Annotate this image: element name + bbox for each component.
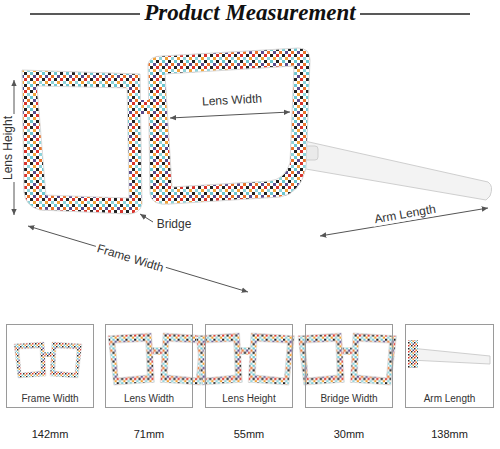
lens bbox=[37, 86, 129, 198]
thumbnail-box: Lens Height55mm bbox=[205, 324, 293, 408]
dimension-value: 30mm bbox=[306, 428, 392, 440]
thumbnail-box: Bridge Width30mm bbox=[305, 324, 393, 408]
dimension-label: Lens Height bbox=[1, 114, 15, 182]
dimension-label: Bridge bbox=[155, 217, 194, 231]
thumb-glasses bbox=[298, 333, 397, 385]
thumb-hinge bbox=[408, 340, 418, 368]
thumb-glasses bbox=[14, 342, 82, 378]
bridge-piece bbox=[139, 100, 151, 114]
dimension-name: Frame Width bbox=[7, 393, 93, 404]
dimension-name: Lens Width bbox=[106, 393, 192, 404]
thumbnail-box: Frame Width142mm bbox=[6, 324, 94, 408]
dimension-label: Arm Length bbox=[371, 201, 438, 226]
left-rim bbox=[22, 70, 142, 214]
title-rule bbox=[30, 13, 140, 15]
thumbnail-box: Arm Length138mm bbox=[405, 324, 494, 408]
dimension-name: Bridge Width bbox=[306, 393, 392, 404]
dimension-label: Lens Width bbox=[200, 91, 265, 108]
dimension-value: 142mm bbox=[7, 428, 93, 440]
dimension-arrow bbox=[28, 226, 248, 292]
dimension-arrow bbox=[170, 112, 290, 118]
thumb-arm bbox=[410, 348, 490, 364]
dimension-value: 138mm bbox=[406, 428, 493, 440]
dimension-name: Arm Length bbox=[406, 393, 493, 404]
dimension-value: 55mm bbox=[206, 428, 292, 440]
temple-arm bbox=[300, 140, 492, 200]
right-rim bbox=[148, 48, 310, 204]
thumb-glasses bbox=[196, 333, 295, 385]
thumbnail-box: Lens Width71mm bbox=[105, 324, 193, 408]
page-title: Product Measurement bbox=[0, 0, 500, 26]
dimension-name: Lens Height bbox=[206, 393, 292, 404]
title-rule bbox=[360, 13, 470, 15]
thumb-glasses bbox=[108, 333, 207, 385]
dimension-arrow bbox=[140, 214, 153, 222]
dimension-label: Frame Width bbox=[93, 241, 167, 276]
dimension-value: 71mm bbox=[106, 428, 192, 440]
